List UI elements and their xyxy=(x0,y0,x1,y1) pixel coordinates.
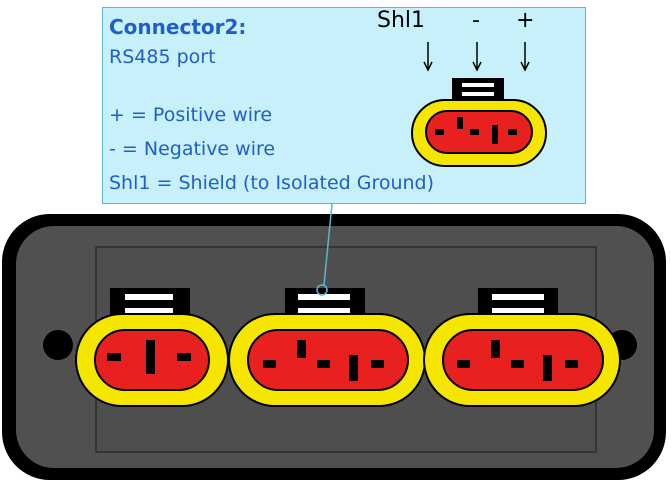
pin-label-negative: - xyxy=(472,8,480,33)
legend-shield: Shl1 = Shield (to Isolated Ground) xyxy=(109,172,435,194)
callout-subtitle: RS485 port xyxy=(109,46,216,68)
mounting-hole-left xyxy=(43,330,73,360)
callout-leader-line xyxy=(323,203,333,286)
connector-1-icon xyxy=(75,288,229,407)
pin-label-positive: + xyxy=(516,8,535,33)
callout-title: Connector2: xyxy=(109,15,247,39)
legend-positive: + = Positive wire xyxy=(109,104,273,126)
arrow-down-icon xyxy=(472,42,482,72)
arrow-down-icon xyxy=(520,42,530,72)
pin-label-shield: Shl1 xyxy=(377,8,426,33)
device-enclosure xyxy=(2,214,666,480)
callout-connector-icon xyxy=(411,78,547,167)
legend-negative: - = Negative wire xyxy=(109,138,276,160)
arrow-down-icon xyxy=(423,42,433,72)
callout-leader-marker xyxy=(316,284,328,296)
connector-3-icon xyxy=(423,288,621,407)
